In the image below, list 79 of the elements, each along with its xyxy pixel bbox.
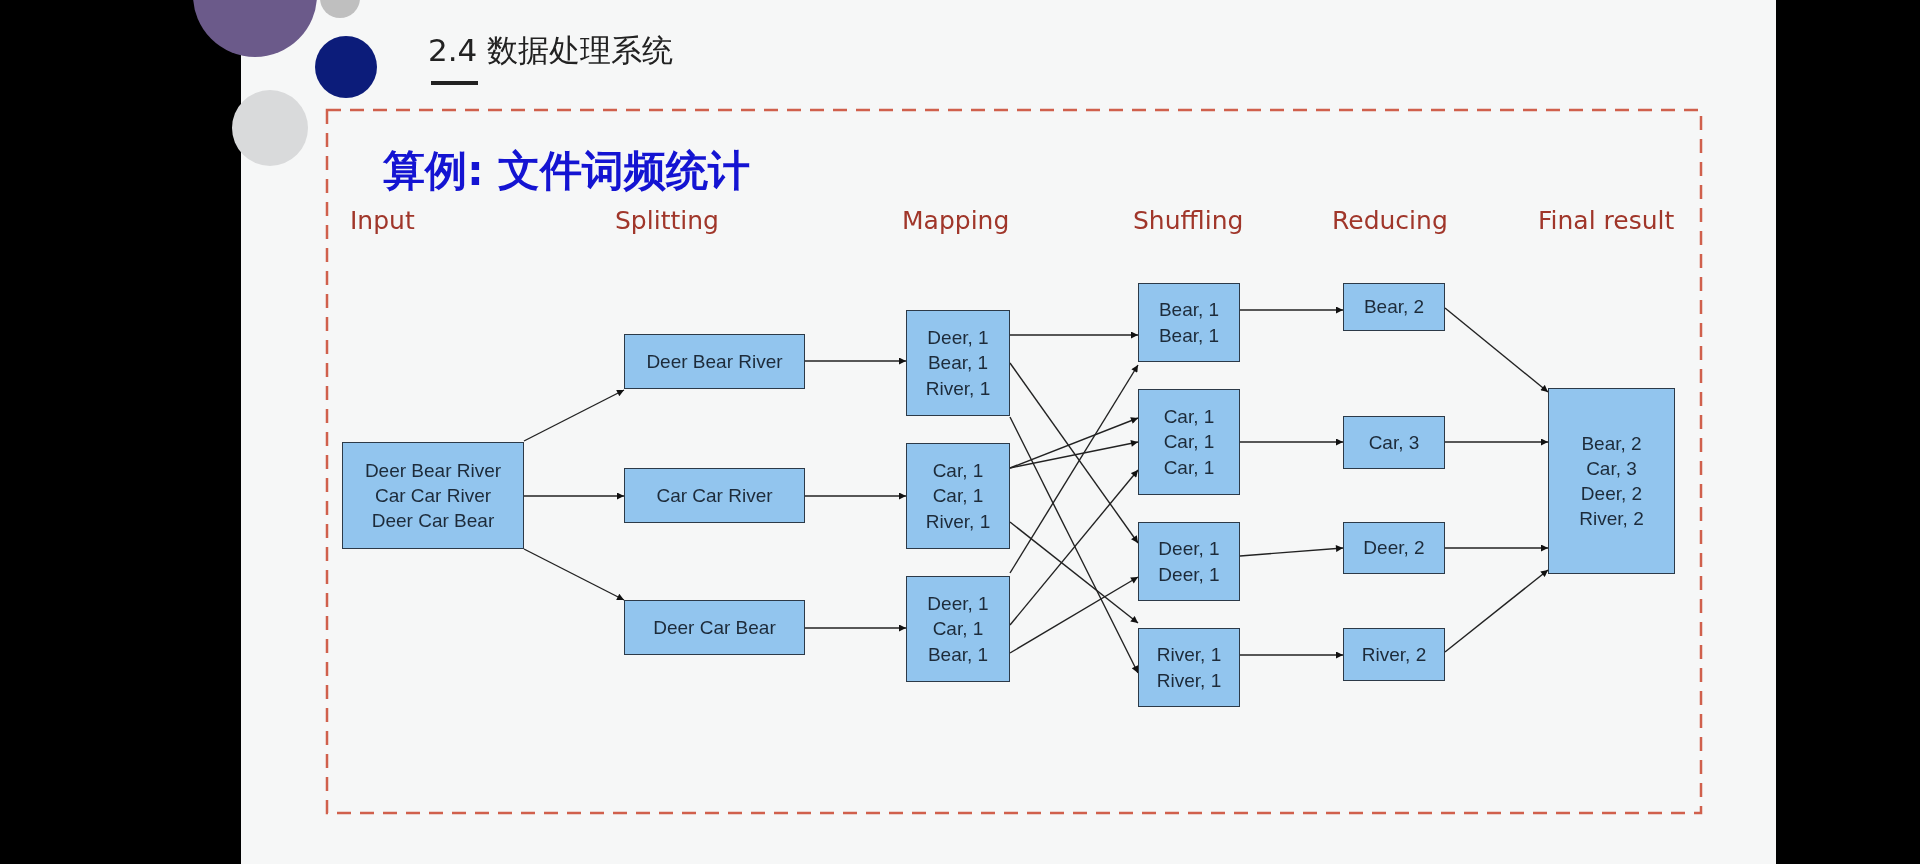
node-text: Car, 1	[932, 617, 984, 642]
process-box	[1343, 522, 1445, 574]
arrow	[804, 357, 907, 365]
node-text: Bear, 1	[1158, 298, 1220, 323]
process-box	[624, 600, 805, 655]
node-text: Deer Bear River	[364, 458, 502, 483]
node-text: River, 1	[1156, 643, 1222, 668]
node-text: Deer, 2	[1580, 482, 1643, 506]
arrow	[523, 389, 625, 442]
node-text: Deer, 1	[927, 592, 989, 617]
process-box	[1343, 416, 1445, 469]
subtitle: 算例: 文件词频统计	[383, 145, 751, 197]
node-text: River, 1	[925, 376, 991, 401]
arrow	[1444, 438, 1549, 446]
node-text: Deer Bear River	[646, 349, 783, 374]
node-text: Car, 3	[1586, 456, 1637, 481]
result-box	[1548, 388, 1675, 574]
column-header: Input	[350, 206, 415, 235]
arrow	[1009, 416, 1139, 674]
process-box	[1138, 628, 1240, 707]
column-header: Reducing	[1332, 206, 1448, 235]
input-box	[342, 442, 524, 549]
arrow	[1444, 307, 1549, 393]
arrow	[804, 624, 907, 632]
node-text: Car Car River	[374, 483, 492, 508]
process-box	[1138, 522, 1240, 601]
arrow	[1009, 331, 1139, 339]
arrow	[523, 492, 625, 500]
process-box	[906, 443, 1010, 549]
process-box	[1138, 389, 1240, 495]
arrow	[1009, 439, 1139, 469]
column-header: Final result	[1538, 206, 1675, 235]
arrow	[1239, 306, 1344, 314]
node-text: River, 2	[1579, 507, 1644, 532]
process-box	[624, 334, 805, 389]
node-text: River, 2	[1361, 642, 1427, 667]
slide-title: 2.4 数据处理系统	[428, 31, 674, 70]
arrow	[1009, 521, 1139, 624]
node-text: River, 1	[925, 509, 991, 534]
node-text: Bear, 2	[1581, 431, 1642, 456]
node-text: Bear, 2	[1363, 295, 1425, 320]
node-text: Car Car River	[656, 483, 773, 508]
process-box	[1343, 628, 1445, 681]
node-text: Car, 3	[1368, 430, 1420, 455]
process-box	[1343, 283, 1445, 331]
arrow	[1009, 469, 1139, 626]
node-text: Car, 1	[1163, 405, 1215, 430]
arrow	[1239, 438, 1344, 446]
node-text: Deer, 1	[1158, 537, 1220, 562]
process-box	[906, 310, 1010, 416]
node-text: Bear, 1	[927, 351, 989, 376]
node-text: Car, 1	[932, 484, 984, 509]
process-box	[1138, 283, 1240, 362]
arrow	[1444, 544, 1549, 552]
arrow	[1009, 576, 1139, 654]
process-box	[624, 468, 805, 523]
node-text: Car, 1	[1163, 430, 1215, 455]
arrow	[1009, 362, 1139, 544]
node-text: Deer, 1	[1158, 562, 1220, 587]
arrow	[523, 548, 625, 601]
node-text: Bear, 1	[927, 642, 989, 667]
node-text: Bear, 1	[1158, 323, 1220, 348]
arrow	[1009, 417, 1139, 469]
column-header: Shuffling	[1133, 206, 1244, 235]
node-text: River, 1	[1156, 668, 1222, 693]
node-text: Deer Car Bear	[371, 509, 495, 534]
arrow	[804, 492, 907, 500]
node-text: Deer, 1	[927, 326, 989, 351]
arrow	[1009, 364, 1139, 574]
node-text: Deer, 2	[1363, 536, 1425, 561]
node-text: Car, 1	[1163, 455, 1215, 480]
process-box	[906, 576, 1010, 682]
column-header: Mapping	[902, 206, 1010, 235]
arrow	[1444, 569, 1549, 653]
arrow	[1239, 545, 1344, 557]
column-header: Splitting	[615, 206, 719, 235]
node-text: Deer Car Bear	[653, 615, 776, 640]
arrow	[1239, 651, 1344, 659]
node-text: Car, 1	[932, 459, 984, 484]
